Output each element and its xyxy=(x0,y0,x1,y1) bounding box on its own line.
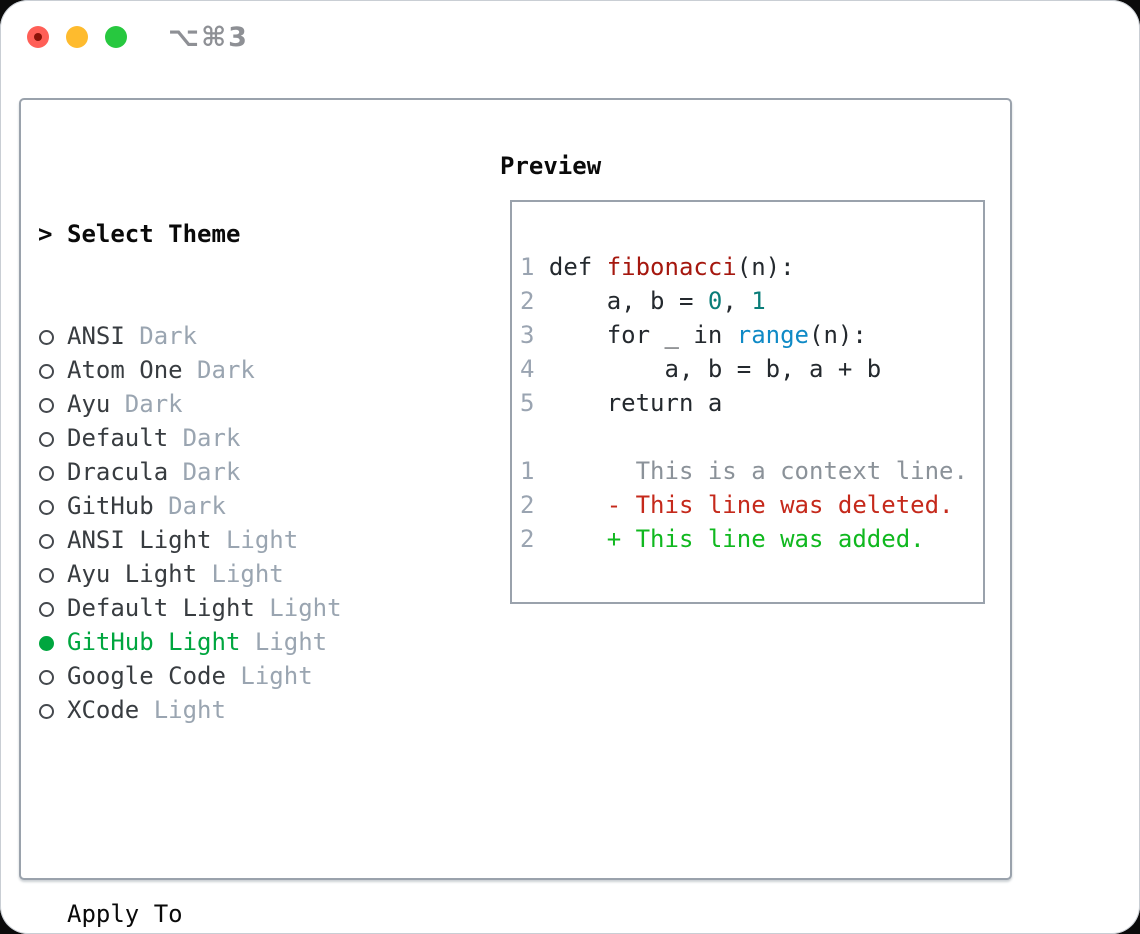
theme-option-label: Default xyxy=(67,424,169,452)
radio-icon xyxy=(38,421,67,455)
line-number: 4 xyxy=(520,355,549,383)
theme-option-label: XCode xyxy=(67,696,140,724)
theme-option-label: Google Code xyxy=(67,662,226,690)
select-theme-title: Select Theme xyxy=(67,220,241,248)
code-line: 2 a, b = 0, 1 xyxy=(520,284,983,318)
radio-icon xyxy=(38,659,67,693)
theme-option-label: Default Light xyxy=(67,594,255,622)
theme-option-dracula[interactable]: Dracula Dark xyxy=(38,455,443,489)
line-number: 1 xyxy=(520,457,549,485)
code-segment-code: (n): xyxy=(736,253,795,281)
select-theme-header: > Select Theme xyxy=(38,217,443,251)
apply-to-header: Apply To xyxy=(38,897,443,931)
prompt-icon: > xyxy=(38,220,53,248)
theme-variant-tag: Light xyxy=(211,526,299,554)
code-line: 1 This is a context line. xyxy=(520,454,983,488)
theme-option-label: Atom One xyxy=(67,356,183,384)
theme-option-default[interactable]: Default Dark xyxy=(38,421,443,455)
theme-variant-tag: Light xyxy=(139,696,226,724)
theme-variant-tag: Light xyxy=(254,594,342,622)
code-segment-code: return a xyxy=(548,389,723,417)
theme-variant-tag: Dark xyxy=(110,390,183,418)
line-number: 3 xyxy=(520,321,549,349)
theme-option-label: GitHub Light xyxy=(67,628,241,656)
minimize-button[interactable] xyxy=(66,26,88,48)
theme-option-xcode[interactable]: XCode Light xyxy=(38,693,443,727)
theme-option-label: Ayu Light xyxy=(67,560,198,588)
theme-option-ayu[interactable]: Ayu Dark xyxy=(38,387,443,421)
radio-icon xyxy=(38,557,67,591)
code-segment-code: a, b = b, a + b xyxy=(548,355,882,383)
preview-title: Preview xyxy=(500,152,602,180)
theme-option-label: Dracula xyxy=(67,458,169,486)
theme-variant-tag: Dark xyxy=(124,322,198,350)
theme-variant-tag: Dark xyxy=(182,356,255,384)
theme-variant-tag: Dark xyxy=(168,424,241,452)
code-line: 1 def fibonacci(n): xyxy=(520,250,983,284)
line-number: 2 xyxy=(520,491,549,519)
title-bar: ⌥⌘3 xyxy=(0,0,1140,75)
line-number xyxy=(520,423,534,451)
radio-selected-icon xyxy=(38,625,67,659)
theme-option-label: ANSI Light xyxy=(67,526,212,554)
radio-icon xyxy=(38,455,67,489)
theme-option-atom-one[interactable]: Atom One Dark xyxy=(38,353,443,387)
code-line: 2 - This line was deleted. xyxy=(520,488,983,522)
code-segment-builtin: range xyxy=(736,321,809,349)
theme-option-ayu-light[interactable]: Ayu Light Light xyxy=(38,557,443,591)
radio-icon xyxy=(38,489,67,523)
theme-option-github[interactable]: GitHub Dark xyxy=(38,489,443,523)
apply-to-title: Apply To xyxy=(67,900,183,928)
code-segment-code: , xyxy=(722,287,752,315)
theme-option-default-light[interactable]: Default Light Light xyxy=(38,591,443,625)
close-button[interactable] xyxy=(27,26,49,48)
code-segment-code: for _ in xyxy=(548,321,737,349)
theme-option-ansi[interactable]: ANSI Dark xyxy=(38,319,443,353)
zoom-button[interactable] xyxy=(105,26,127,48)
code-segment-function: fibonacci xyxy=(606,253,737,281)
radio-icon xyxy=(38,591,67,625)
code-segment-number: 1 xyxy=(751,287,766,315)
line-number: 1 xyxy=(520,253,549,281)
code-segment-context: This is a context line. xyxy=(548,457,968,485)
code-segment-code: def xyxy=(548,253,607,281)
radio-icon xyxy=(38,387,67,421)
code-segment-added: + This line was added. xyxy=(548,525,925,553)
theme-option-ansi-light[interactable]: ANSI Light Light xyxy=(38,523,443,557)
code-segment-deleted: - This line was deleted. xyxy=(548,491,954,519)
code-line: 4 a, b = b, a + b xyxy=(520,352,983,386)
theme-variant-tag: Dark xyxy=(153,492,226,520)
theme-option-label: ANSI xyxy=(67,322,125,350)
line-number: 2 xyxy=(520,287,549,315)
theme-variant-tag: Light xyxy=(240,628,328,656)
line-number: 5 xyxy=(520,389,549,417)
theme-variant-tag: Dark xyxy=(168,458,241,486)
radio-icon xyxy=(38,693,67,727)
radio-icon xyxy=(38,319,67,353)
theme-option-label: Ayu xyxy=(67,390,111,418)
theme-variant-tag: Light xyxy=(225,662,313,690)
traffic-lights xyxy=(27,26,127,48)
code-segment-code: (n): xyxy=(809,321,867,349)
theme-variant-tag: Light xyxy=(197,560,284,588)
code-segment-number: 0 xyxy=(707,287,723,315)
radio-icon xyxy=(38,523,67,557)
theme-option-google-code[interactable]: Google Code Light xyxy=(38,659,443,693)
line-number: 2 xyxy=(520,525,549,553)
theme-option-github-light[interactable]: GitHub Light Light xyxy=(38,625,443,659)
blank-line xyxy=(520,420,983,454)
spacer xyxy=(38,795,443,829)
radio-icon xyxy=(38,353,67,387)
code-line: 2 + This line was added. xyxy=(520,522,983,556)
window-title: ⌥⌘3 xyxy=(168,22,249,53)
code-line: 5 return a xyxy=(520,386,983,420)
theme-option-label: GitHub xyxy=(67,492,154,520)
code-line: 3 for _ in range(n): xyxy=(520,318,983,352)
code-segment-code: a, b = xyxy=(548,287,708,315)
